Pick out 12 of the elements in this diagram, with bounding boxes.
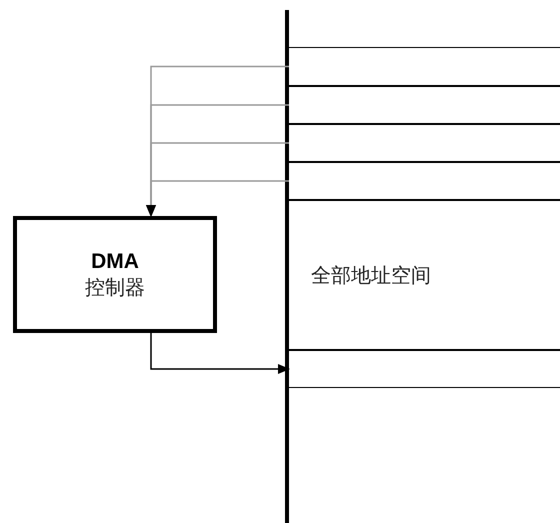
controller-title: DMA [91, 248, 139, 274]
controller-label: 控制器 [85, 274, 145, 300]
memory-row [289, 86, 560, 124]
memory-row [289, 47, 560, 86]
region-label: 全部地址空间 [311, 262, 431, 288]
arrow [146, 180, 289, 217]
address-space-region [289, 200, 560, 350]
memory-row [289, 162, 560, 200]
memory-row [289, 350, 560, 388]
controller-box [13, 216, 217, 333]
arrow [150, 333, 290, 374]
memory-row [289, 124, 560, 162]
